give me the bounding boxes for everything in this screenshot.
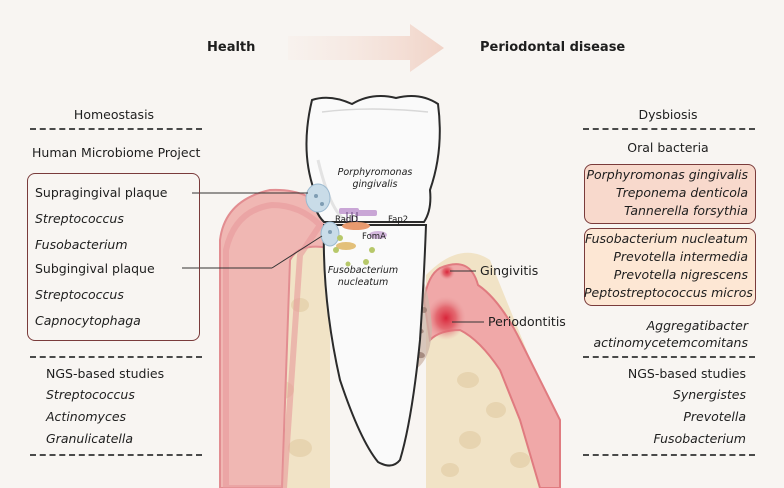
ngs-item: Fusobacterium bbox=[653, 431, 746, 446]
divider bbox=[583, 128, 755, 130]
ngs-title-right: NGS-based studies bbox=[627, 366, 746, 381]
box-item: Subgingival plaque bbox=[35, 261, 155, 276]
dysbiosis-title: Dysbiosis bbox=[638, 107, 698, 122]
box-item: Capnocytophaga bbox=[35, 313, 141, 328]
orange-complex-box bbox=[584, 228, 756, 306]
ngs-item: Actinomyces bbox=[46, 409, 127, 424]
fap2-label: Fap2 bbox=[388, 215, 409, 225]
ngs-item: Granulicatella bbox=[46, 431, 134, 446]
pg-label: Porphyromonas bbox=[337, 167, 413, 178]
fn-label: Fusobacterium bbox=[327, 265, 399, 276]
disease-heading: Periodontal disease bbox=[480, 40, 626, 55]
foma-label: FomA bbox=[362, 232, 386, 242]
ngs-item: Streptococcus bbox=[46, 387, 135, 402]
red-complex-item: Porphyromonas gingivalis bbox=[586, 167, 748, 182]
red-complex-item: Tannerella forsythia bbox=[624, 203, 748, 218]
aa-label: Aggregatibacter bbox=[646, 318, 748, 333]
progression-arrow bbox=[288, 24, 444, 72]
tooth-root bbox=[322, 224, 428, 467]
homeostasis-title: Homeostasis bbox=[73, 107, 155, 122]
periodontitis-label: Periodontitis bbox=[488, 314, 566, 329]
hmp-label: Human Microbiome Project bbox=[32, 145, 201, 160]
health-heading: Health bbox=[207, 40, 256, 55]
aa-label: actinomycetemcomitans bbox=[593, 335, 748, 350]
supragingival-plaque bbox=[305, 183, 331, 213]
fn-label: nucleatum bbox=[337, 277, 389, 288]
divider bbox=[583, 356, 755, 358]
divider bbox=[30, 356, 202, 358]
radd-label: RadD bbox=[335, 215, 358, 225]
box-item: Fusobacterium bbox=[35, 237, 128, 252]
oral-bacteria-title: Oral bacteria bbox=[627, 140, 709, 155]
red-complex-box bbox=[584, 164, 756, 224]
periodontitis-inflammation bbox=[426, 296, 466, 340]
gingivitis-inflammation bbox=[439, 264, 455, 280]
ngs-title-left: NGS-based studies bbox=[46, 366, 165, 381]
orange-complex-item: Prevotella nigrescens bbox=[613, 267, 748, 282]
orange-complex-item: Peptostreptococcus micros bbox=[584, 285, 753, 300]
orange-complex-item: Fusobacterium nucleatum bbox=[584, 231, 748, 246]
box-item: Supragingival plaque bbox=[35, 185, 168, 200]
ngs-item: Synergistes bbox=[672, 387, 746, 402]
coaggregation-illustration bbox=[333, 208, 387, 267]
ngs-item: Prevotella bbox=[683, 409, 746, 424]
box-item: Streptococcus bbox=[35, 211, 124, 226]
orange-complex-item: Prevotella intermedia bbox=[613, 249, 748, 264]
divider bbox=[30, 454, 202, 456]
divider bbox=[30, 128, 202, 130]
red-complex-item: Treponema denticola bbox=[615, 185, 748, 200]
gingivitis-label: Gingivitis bbox=[480, 263, 539, 278]
box-item: Streptococcus bbox=[35, 287, 124, 302]
divider bbox=[583, 454, 755, 456]
healthy-plaque-box bbox=[27, 173, 200, 341]
pg-label: gingivalis bbox=[352, 179, 398, 190]
